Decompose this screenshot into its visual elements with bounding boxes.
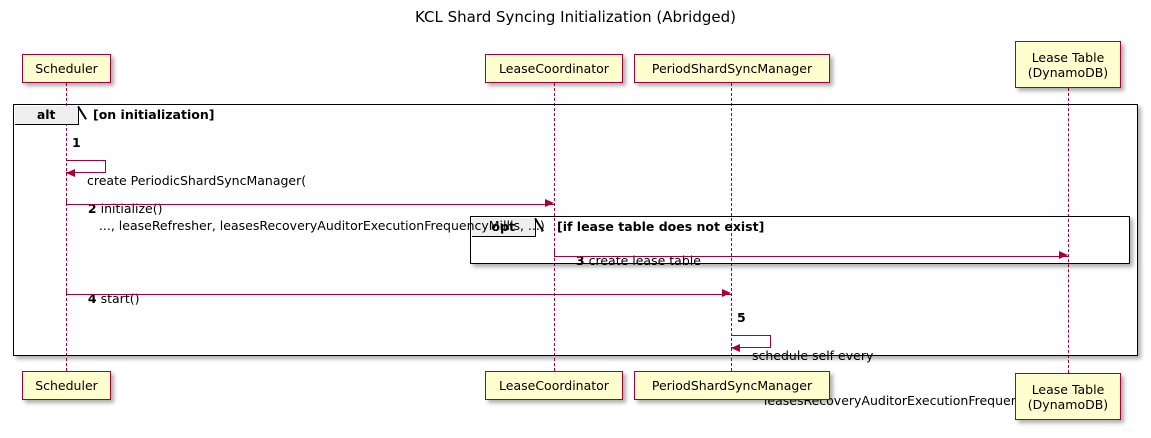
- opt-frame-guard: [if lease table does not exist]: [557, 219, 765, 234]
- alt-frame-tab: alt: [14, 105, 79, 125]
- message-2-arrowhead: [545, 199, 554, 207]
- alt-frame: [13, 104, 1138, 356]
- message-2-start-tick: [66, 198, 67, 204]
- message-1-line2: ..., leaseRefresher, leasesRecoveryAudit…: [87, 218, 545, 233]
- message-2-text: initialize(): [100, 201, 163, 216]
- participant-lease-table-top[interactable]: Lease Table (DynamoDB): [1015, 41, 1121, 88]
- message-4-start-tick: [66, 288, 67, 294]
- message-5-number: 5: [737, 310, 746, 325]
- message-3-text: create lease table: [588, 253, 701, 268]
- opt-frame-operator: opt: [491, 218, 515, 234]
- alt-frame-tab-notch: [78, 105, 91, 125]
- participant-period-shard-sync-manager-top[interactable]: PeriodShardSyncManager: [634, 54, 830, 83]
- opt-frame: [470, 216, 1130, 264]
- lifeline-scheduler: [66, 83, 67, 371]
- participant-lease-table-bottom[interactable]: Lease Table (DynamoDB): [1015, 373, 1121, 420]
- message-4-number: 4: [87, 291, 97, 306]
- sequence-diagram-canvas: KCL Shard Syncing Initialization (Abridg…: [0, 0, 1151, 429]
- opt-frame-tab: opt: [471, 217, 536, 237]
- message-3-number: 3: [575, 253, 585, 268]
- message-4-text: start(): [100, 291, 140, 306]
- message-1-self-loop: [66, 160, 106, 173]
- lifeline-lease-table: [1068, 88, 1069, 373]
- message-5-line2: leasesRecoveryAuditorExecutionFrequencyM…: [752, 393, 1065, 408]
- lifeline-lease-coordinator: [554, 83, 555, 371]
- message-5-self-loop: [731, 335, 771, 348]
- message-1-arrowhead: [66, 168, 75, 177]
- message-2-number: 2: [87, 201, 97, 216]
- message-5-line1: schedule self every: [752, 348, 874, 363]
- message-1-line1: create PeriodicShardSyncManager(: [87, 173, 307, 188]
- participant-label: Lease Table (DynamoDB): [1027, 381, 1109, 412]
- message-2-line: [66, 203, 555, 205]
- message-1-number: 1: [72, 135, 81, 150]
- message-3-arrowhead: [1059, 251, 1068, 259]
- alt-frame-guard: [on initialization]: [93, 107, 215, 122]
- diagram-title: KCL Shard Syncing Initialization (Abridg…: [415, 8, 736, 26]
- participant-lease-coordinator-top[interactable]: LeaseCoordinator: [485, 54, 623, 83]
- participant-label: LeaseCoordinator: [499, 378, 609, 393]
- participant-period-shard-sync-manager-bottom[interactable]: PeriodShardSyncManager: [634, 371, 830, 400]
- participant-lease-coordinator-bottom[interactable]: LeaseCoordinator: [485, 371, 623, 400]
- lifeline-period-shard-sync-manager: [731, 83, 732, 371]
- participant-scheduler-bottom[interactable]: Scheduler: [22, 371, 111, 400]
- participant-label: PeriodShardSyncManager: [651, 378, 813, 393]
- message-5-arrowhead: [731, 343, 740, 352]
- message-3-start-tick: [554, 250, 555, 256]
- alt-frame-operator: alt: [36, 106, 56, 122]
- participant-label: PeriodShardSyncManager: [651, 61, 813, 76]
- participant-label: Lease Table (DynamoDB): [1027, 49, 1109, 80]
- participant-label: Scheduler: [35, 61, 98, 76]
- participant-label: Scheduler: [35, 378, 98, 393]
- opt-frame-tab-notch: [535, 217, 548, 237]
- message-1-label: 1 create PeriodicShardSyncManager( ..., …: [72, 128, 545, 263]
- participant-label: LeaseCoordinator: [499, 61, 609, 76]
- message-3-line: [554, 255, 1068, 257]
- message-4-line: [66, 293, 732, 295]
- message-4-arrowhead: [722, 289, 731, 297]
- participant-scheduler-top[interactable]: Scheduler: [22, 54, 111, 83]
- message-5-label: 5 schedule self every leasesRecoveryAudi…: [737, 303, 1065, 438]
